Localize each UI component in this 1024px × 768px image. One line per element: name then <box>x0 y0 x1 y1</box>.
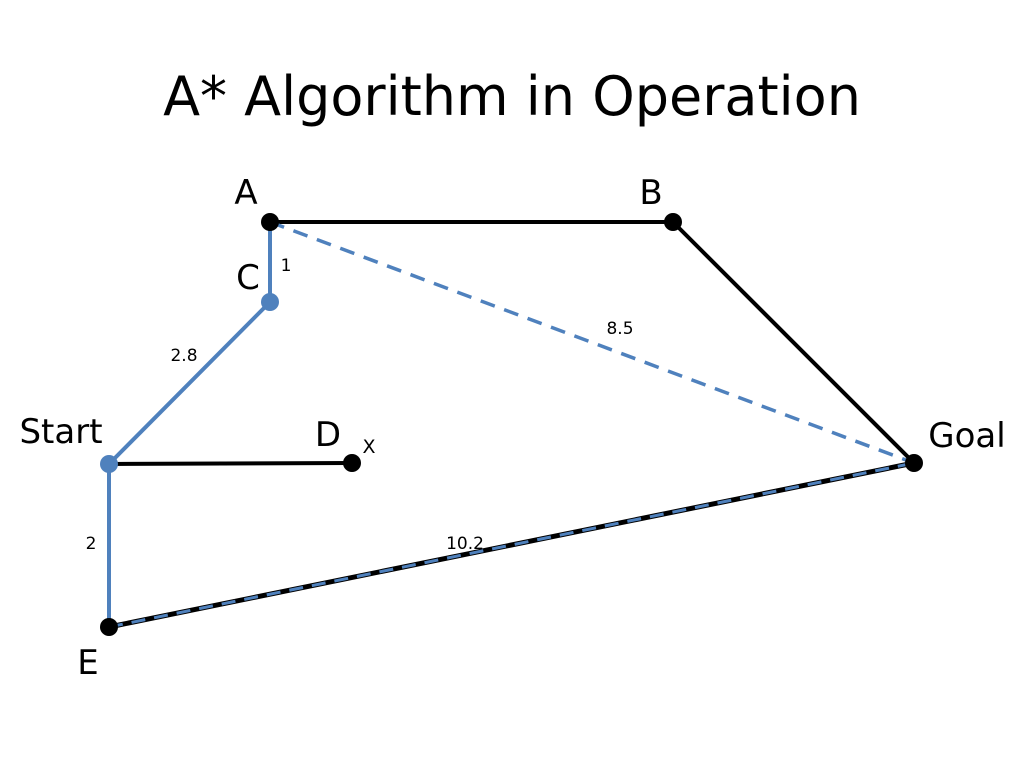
node-b <box>664 213 682 231</box>
edge-label-a-c: 1 <box>281 256 292 276</box>
node-label-b: B <box>639 173 662 213</box>
node-label-start: Start <box>19 412 102 452</box>
rejected-mark-d: X <box>362 436 375 458</box>
edge-b-goal <box>671 220 916 465</box>
node-label-d: D <box>315 415 341 455</box>
node-a <box>261 213 279 231</box>
node-c <box>261 293 279 311</box>
node-label-e: E <box>77 643 98 683</box>
edge-label-a-goal: 8.5 <box>606 319 633 339</box>
slide-title: A* Algorithm in Operation <box>163 65 861 128</box>
node-label-c: C <box>236 258 260 298</box>
edge-label-e-goal: 10.2 <box>446 534 484 554</box>
node-e <box>100 618 118 636</box>
edge-label-start-c: 2.8 <box>170 346 197 366</box>
edge-a-goal-dashed <box>269 220 915 465</box>
node-goal <box>905 454 923 472</box>
node-d <box>343 454 361 472</box>
edge-label-start-e: 2 <box>86 534 97 554</box>
edge-start-d <box>108 461 353 466</box>
node-start <box>100 455 118 473</box>
node-label-a: A <box>234 173 257 213</box>
node-label-goal: Goal <box>928 416 1005 456</box>
edge-e-goal-base <box>108 460 915 630</box>
edge-start-c <box>107 300 272 466</box>
